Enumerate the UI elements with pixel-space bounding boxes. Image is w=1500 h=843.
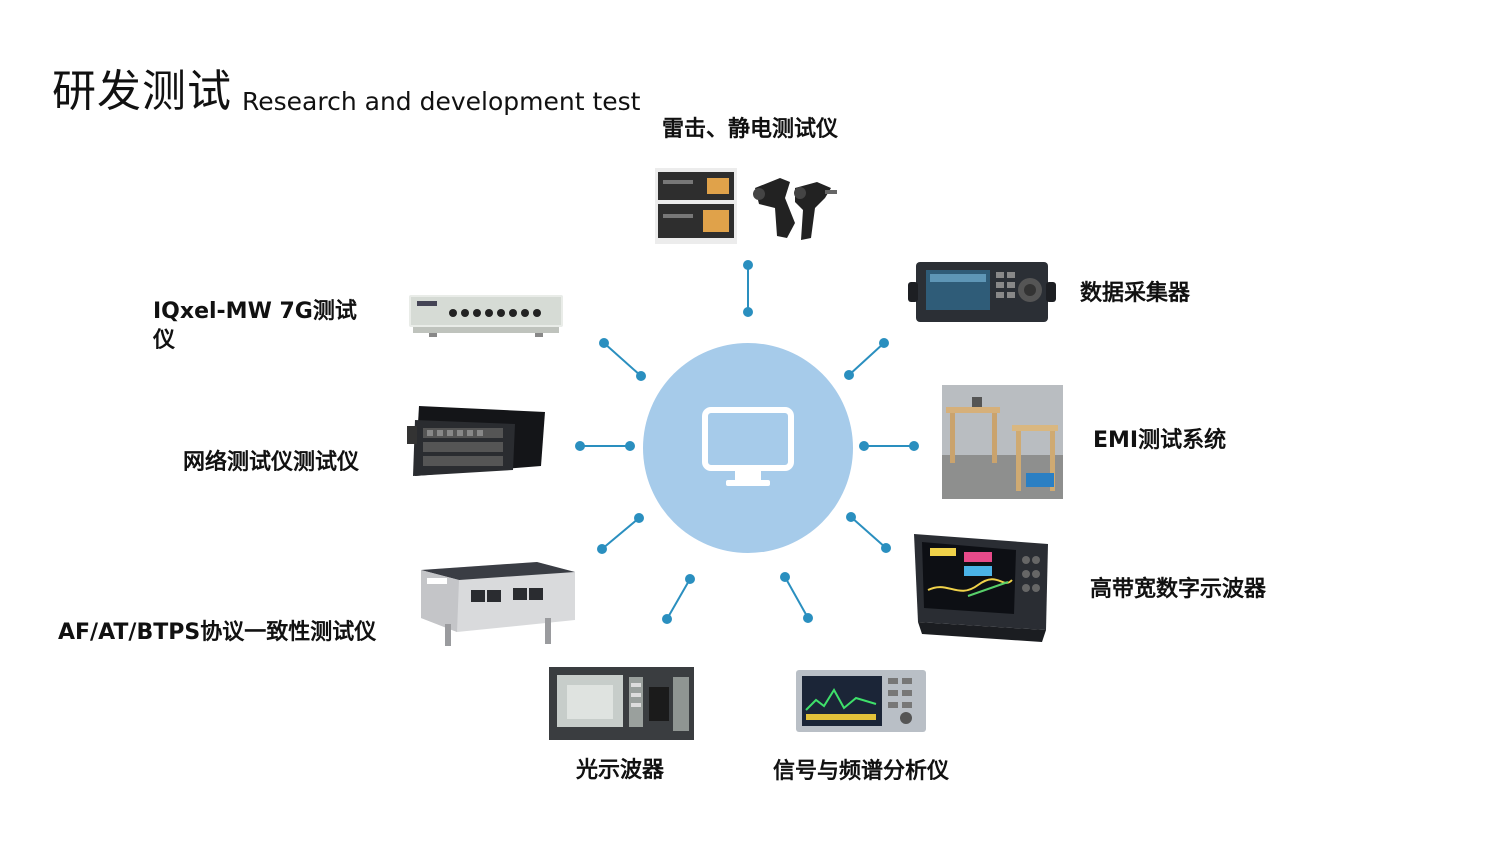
- connector-lightning-esd: [743, 260, 753, 317]
- monitor-icon: [702, 407, 794, 486]
- data-acquisition-label: 数据采集器: [1080, 281, 1191, 306]
- hub-circle: [643, 343, 853, 553]
- optical-oscilloscope-label: 光示波器: [576, 758, 665, 783]
- lightning-esd-image: [655, 168, 837, 244]
- lightning-esd-label: 雷击、静电测试仪: [662, 117, 839, 142]
- network-tester-label: 网络测试仪测试仪: [183, 450, 360, 475]
- connector-oscilloscope: [846, 512, 891, 553]
- connector-protocol-tester: [597, 513, 644, 554]
- page-title: 研发测试: [52, 66, 232, 117]
- spectrum-analyzer-image: [796, 670, 926, 732]
- iqxel-image: [409, 295, 563, 337]
- connector-iqxel: [599, 338, 646, 381]
- protocol-tester-image: [421, 562, 575, 646]
- oscilloscope-image: [914, 534, 1048, 642]
- connector-data-acquisition: [844, 338, 889, 380]
- spectrum-analyzer-label: 信号与频谱分析仪: [773, 759, 950, 784]
- iqxel-label: IQxel-MW 7G测试仪: [153, 299, 357, 353]
- optical-oscilloscope-image: [549, 667, 694, 740]
- oscilloscope-label: 高带宽数字示波器: [1090, 577, 1267, 602]
- data-acquisition-image: [908, 262, 1056, 322]
- connector-spectrum-analyzer: [780, 572, 813, 623]
- connector-network-tester: [575, 441, 635, 451]
- connector-emi: [859, 441, 919, 451]
- network-tester-image: [407, 406, 545, 476]
- connector-optical-oscilloscope: [662, 574, 695, 624]
- emi-label: EMI测试系统: [1093, 428, 1227, 453]
- protocol-tester-label: AF/AT/BTPS协议一致性测试仪: [58, 620, 377, 645]
- emi-image: [942, 385, 1063, 499]
- page-subtitle: Research and development test: [242, 87, 641, 116]
